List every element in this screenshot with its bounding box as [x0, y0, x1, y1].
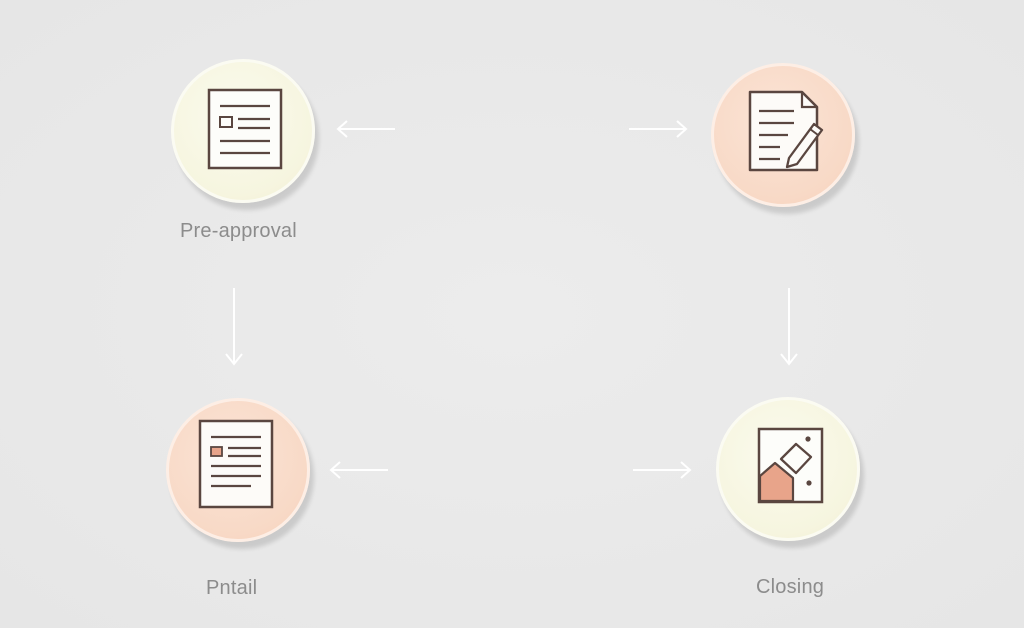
arrow-left-bottom [326, 460, 392, 480]
step-label-pre-approval: Pre-approval [180, 220, 297, 242]
document-pen-node [711, 63, 855, 207]
arrow-down-left [224, 286, 244, 368]
arrow-right-bottom [630, 460, 696, 480]
arrow-left-top [333, 119, 399, 139]
arrow-right-top [626, 119, 692, 139]
closing-node [716, 397, 860, 541]
step-label-pntail: Pntail [206, 577, 258, 599]
arrow-down-right [779, 286, 799, 368]
document-icon [207, 88, 283, 170]
document-pen-icon [748, 90, 824, 172]
pre-approval-node [171, 59, 315, 203]
property-plan-icon [757, 427, 824, 504]
pntail-node [166, 398, 310, 542]
step-label-closing: Closing [756, 576, 825, 598]
document-highlight-icon [198, 419, 274, 509]
